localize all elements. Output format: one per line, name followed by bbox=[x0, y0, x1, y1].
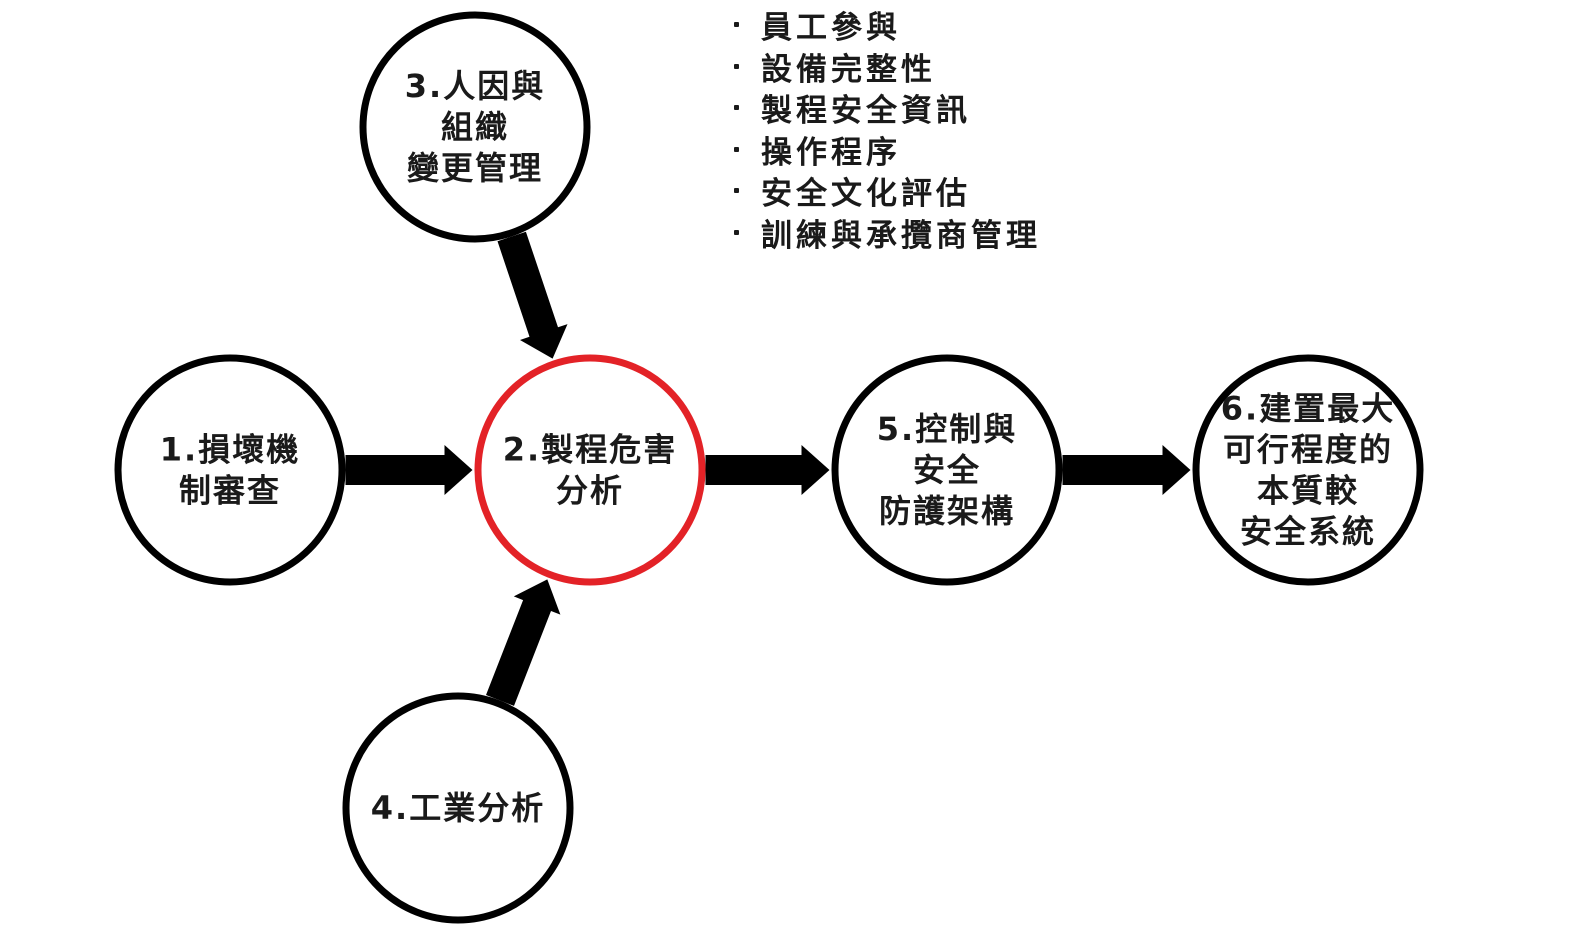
node-label-line: 防護架構 bbox=[879, 492, 1015, 530]
node-label-line: 3.人因與 bbox=[405, 67, 545, 105]
bullet-text: 製程安全資訊 bbox=[761, 93, 971, 130]
bullet-text: 安全文化評估 bbox=[761, 176, 971, 213]
arrow-n2-to-n5 bbox=[705, 445, 830, 495]
node-circle bbox=[114, 354, 346, 586]
node-label-line: 變更管理 bbox=[407, 149, 543, 187]
node-label-line: 分析 bbox=[556, 472, 624, 510]
node-circle bbox=[359, 11, 591, 243]
arrow-n4-to-n2 bbox=[486, 579, 561, 706]
bullet-item: 訓練與承攬商管理 bbox=[734, 212, 1041, 254]
node-circle bbox=[342, 692, 574, 924]
node-label-line: 1.損壞機 bbox=[160, 431, 300, 469]
bullet-text: 操作程序 bbox=[761, 134, 901, 171]
node-label-line: 可行程度的 bbox=[1223, 431, 1393, 469]
arrow-n3-to-n2 bbox=[497, 231, 568, 359]
node-label-line: 2.製程危害 bbox=[503, 431, 677, 469]
node-label-line: 制審查 bbox=[179, 472, 281, 510]
nodes-layer: 1.損壞機制審查2.製程危害分析3.人因與組織變更管理4.工業分析5.控制與安全… bbox=[114, 11, 1424, 924]
bullet-item: 製程安全資訊 bbox=[734, 87, 1041, 129]
bullet-dot-icon bbox=[734, 105, 739, 111]
bullet-item: 安全文化評估 bbox=[734, 170, 1041, 212]
bullet-dot-icon bbox=[734, 22, 739, 28]
node-label-line: 組織 bbox=[441, 108, 509, 146]
bullet-item: 設備完整性 bbox=[734, 46, 1041, 88]
bullet-dot-icon bbox=[734, 188, 739, 194]
node-label-line: 本質較 bbox=[1257, 472, 1359, 510]
element-bullet-list: 員工參與 設備完整性 製程安全資訊 操作程序 安全文化評估 訓練與承攬商管理 bbox=[734, 4, 1041, 254]
bullet-dot-icon bbox=[734, 229, 739, 235]
bullet-text: 訓練與承攬商管理 bbox=[761, 217, 1041, 254]
arrow-n1-to-n2 bbox=[345, 445, 473, 495]
node-label-line: 6.建置最大 bbox=[1221, 390, 1395, 428]
bullet-text: 設備完整性 bbox=[761, 51, 936, 88]
node-label-line: 安全 bbox=[913, 451, 981, 489]
bullet-text: 員工參與 bbox=[761, 10, 901, 47]
node-label-line: 4.工業分析 bbox=[371, 789, 545, 827]
arrow-n5-to-n6 bbox=[1062, 445, 1191, 495]
node-label-line: 5.控制與 bbox=[877, 410, 1017, 448]
bullet-dot-icon bbox=[734, 146, 739, 152]
bullet-dot-icon bbox=[734, 63, 739, 69]
bullet-item: 員工參與 bbox=[734, 4, 1041, 46]
arrows-layer bbox=[345, 231, 1191, 706]
node-circle bbox=[474, 354, 706, 586]
node-label-line: 安全系統 bbox=[1240, 513, 1376, 551]
node-circle bbox=[831, 354, 1063, 586]
bullet-item: 操作程序 bbox=[734, 129, 1041, 171]
node-n4: 4.工業分析 bbox=[342, 692, 574, 924]
node-circle bbox=[1192, 354, 1424, 586]
